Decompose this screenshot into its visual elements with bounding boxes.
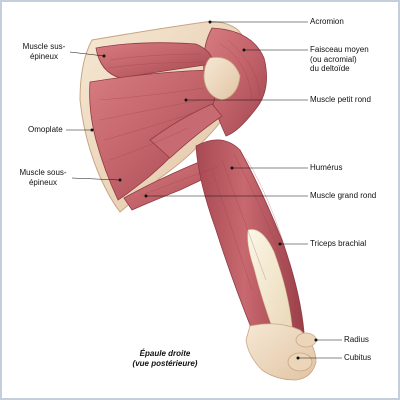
label-triceps: Triceps brachial: [310, 239, 367, 248]
label-cubitus: Cubitus: [344, 353, 372, 362]
label-humerus: Humérus: [310, 163, 343, 172]
radius-end: [295, 332, 317, 348]
label-sus-epineux-line-2: épineux: [29, 51, 59, 61]
label-faisceau-moyen-line-3: du deltoïde: [310, 64, 350, 73]
leader-lines: [66, 21, 342, 359]
label-sus-epineux-line-1: Muscle sus-: [22, 42, 66, 51]
muscle-fibres: [99, 39, 299, 297]
infraspinatus-muscle: [89, 69, 216, 201]
label-sous-epineux: Muscle sous- épineux: [12, 168, 74, 187]
label-sous-epineux-line-1: Muscle sous-: [19, 168, 67, 177]
label-faisceau-moyen-line-1: Faisceau moyen: [310, 45, 369, 54]
label-omoplate: Omoplate: [28, 125, 63, 134]
elbow-joint: [245, 323, 317, 381]
caption-line-1: Épaule droite: [139, 349, 191, 358]
cubitus-end: [287, 352, 313, 372]
label-faisceau-moyen: Faisceau moyen (ou acromial) du deltoïde: [310, 45, 369, 74]
label-sus-epineux: Muscle sus- épineux: [14, 42, 74, 61]
label-grand-rond: Muscle grand rond: [310, 191, 377, 200]
label-faisceau-moyen-line-2: (ou acromial): [310, 54, 357, 64]
label-radius: Radius: [344, 335, 369, 344]
figure-caption: Épaule droite (vue postérieure): [100, 349, 230, 368]
label-petit-rond: Muscle petit rond: [310, 95, 371, 104]
label-acromion: Acromion: [310, 17, 344, 26]
caption-line-2: (vue postérieure): [132, 358, 198, 368]
teres-minor-muscle: [149, 103, 223, 159]
label-sous-epineux-line-2: épineux: [28, 177, 58, 187]
